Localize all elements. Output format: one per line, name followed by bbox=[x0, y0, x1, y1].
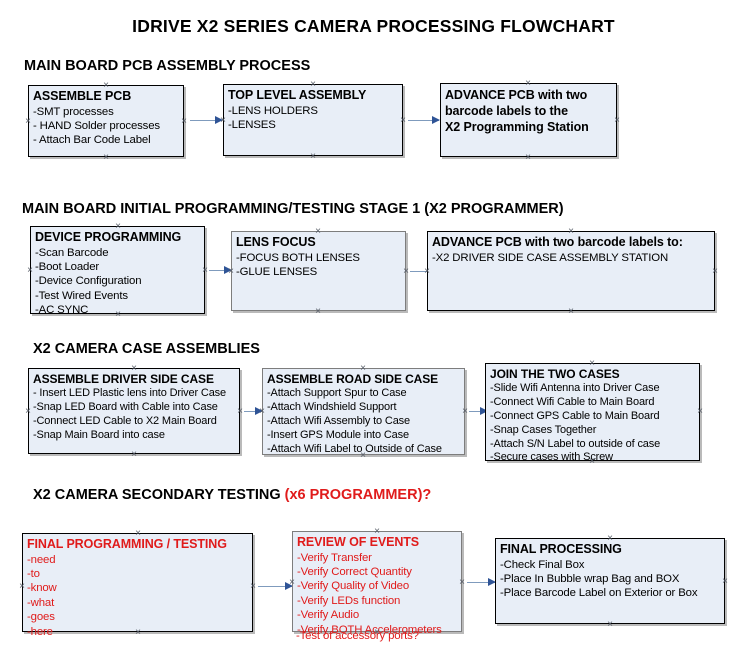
box-line: -Place In Bubble wrap Bag and BOX bbox=[500, 573, 680, 586]
box-line: -Connect LED Cable to X2 Main Board bbox=[33, 414, 217, 427]
box-line: -Boot Loader bbox=[35, 261, 100, 274]
box-line: -Connect GPS Cable to Main Board bbox=[490, 409, 660, 422]
box-line: -need bbox=[27, 553, 56, 566]
box-line: -SMT processes bbox=[33, 105, 114, 118]
box-line: -Place Barcode Label on Exterior or Box bbox=[500, 587, 698, 600]
process-box-top-level-assembly[interactable]: TOP LEVEL ASSEMBLY -LENS HOLDERS -LENSES bbox=[223, 84, 403, 156]
box-line: -what bbox=[27, 596, 55, 609]
process-box-assemble-road-side-case[interactable]: ASSEMBLE ROAD SIDE CASE -Attach Support … bbox=[262, 368, 465, 455]
box-line: -Attach Wifi Label to Outside of Case bbox=[267, 442, 442, 455]
box-title: REVIEW OF EVENTS bbox=[297, 535, 420, 549]
box-line: -GLUE LENSES bbox=[236, 266, 318, 279]
box-line: -LENS HOLDERS bbox=[228, 104, 318, 117]
box-title: FINAL PROCESSING bbox=[500, 542, 622, 556]
page-title: IDRIVE X2 SERIES CAMERA PROCESSING FLOWC… bbox=[132, 16, 615, 36]
box-line: -Snap Main Board into case bbox=[33, 428, 165, 441]
section-heading-main-board-initial-programming: MAIN BOARD INITIAL PROGRAMMING/TESTING S… bbox=[22, 201, 564, 217]
box-line: -here bbox=[27, 625, 53, 638]
box-line: -Connect Wifi Cable to Main Board bbox=[490, 395, 655, 408]
box-line: -Verify Audio bbox=[297, 609, 359, 622]
box-line: -know bbox=[27, 582, 57, 595]
process-box-advance-pcb-driver-side-case[interactable]: ADVANCE PCB with two barcode labels to: … bbox=[427, 231, 715, 311]
box-title: TOP LEVEL ASSEMBLY bbox=[228, 88, 367, 102]
box-line: barcode labels to the bbox=[445, 103, 568, 118]
box-line: -goes bbox=[27, 611, 55, 624]
connector-arrow-road-case-to-join-cases bbox=[469, 407, 488, 416]
box-line: -Verify BOTH Accelerometers bbox=[297, 623, 442, 636]
box-line: - Attach Bar Code Label bbox=[33, 134, 151, 147]
box-line: -Insert GPS Module into Case bbox=[267, 428, 409, 441]
box-title: DEVICE PROGRAMMING bbox=[35, 230, 182, 244]
box-title: ASSEMBLE DRIVER SIDE CASE bbox=[33, 372, 214, 386]
box-line: -Snap LED Board with Cable into Case bbox=[33, 400, 218, 413]
process-box-lens-focus[interactable]: LENS FOCUS -FOCUS BOTH LENSES -GLUE LENS… bbox=[231, 231, 406, 311]
connector-arrow-device-programming-to-lens-focus bbox=[209, 266, 232, 275]
box-line: -Check Final Box bbox=[500, 558, 585, 571]
box-title: ASSEMBLE PCB bbox=[33, 89, 132, 103]
box-overflow-line-review-of-events: -Test of accessory ports? bbox=[296, 630, 419, 642]
box-line: -Test Wired Events bbox=[35, 289, 128, 302]
process-box-review-of-events[interactable]: REVIEW OF EVENTS -Verify Transfer -Verif… bbox=[292, 531, 462, 636]
box-line: -Snap Cases Together bbox=[490, 423, 597, 436]
process-box-join-the-two-cases[interactable]: JOIN THE TWO CASES -Slide Wifi Antenna i… bbox=[485, 363, 700, 463]
box-line: -Secure cases with Screw bbox=[490, 451, 613, 464]
box-line: -Attach S/N Label to outside of case bbox=[490, 437, 661, 450]
box-line: -Slide Wifi Antenna into Driver Case bbox=[490, 382, 660, 395]
box-line: -Verify LEDs function bbox=[297, 594, 401, 607]
box-title: ADVANCE PCB with two barcode labels to: bbox=[432, 235, 683, 249]
process-box-final-programming-testing[interactable]: FINAL PROGRAMMING / TESTING -need -to -k… bbox=[22, 533, 253, 638]
process-box-advance-pcb-programming-station[interactable]: ADVANCE PCB with two barcode labels to t… bbox=[440, 83, 617, 157]
box-title: JOIN THE TWO CASES bbox=[490, 367, 620, 381]
section-heading-x2-camera-case-assemblies: X2 CAMERA CASE ASSEMBLIES bbox=[33, 341, 260, 357]
process-box-assemble-driver-side-case[interactable]: ASSEMBLE DRIVER SIDE CASE - Insert LED P… bbox=[28, 368, 240, 454]
box-line: -Scan Barcode bbox=[35, 246, 109, 259]
box-line: -Attach Wifi Assembly to Case bbox=[267, 414, 410, 427]
box-line: -AC SYNC bbox=[35, 304, 89, 317]
box-line: -Verify Correct Quantity bbox=[297, 566, 412, 579]
section-heading-x2-camera-secondary-testing: X2 CAMERA SECONDARY TESTING (x6 PROGRAMM… bbox=[33, 487, 431, 503]
section-heading-main-board-pcb-assembly: MAIN BOARD PCB ASSEMBLY PROCESS bbox=[24, 58, 310, 74]
section-heading-text: MAIN BOARD INITIAL PROGRAMMING/TESTING S… bbox=[22, 201, 564, 217]
section-heading-accent: (x6 PROGRAMMER)? bbox=[284, 487, 432, 503]
box-line: -to bbox=[27, 568, 40, 581]
box-line: -Attach Windshield Support bbox=[267, 400, 397, 413]
box-line: X2 Programming Station bbox=[445, 119, 589, 134]
box-title: ASSEMBLE ROAD SIDE CASE bbox=[267, 372, 439, 386]
box-title: LENS FOCUS bbox=[236, 235, 316, 249]
process-box-device-programming[interactable]: DEVICE PROGRAMMING -Scan Barcode -Boot L… bbox=[30, 226, 205, 317]
section-heading-text: MAIN BOARD PCB ASSEMBLY PROCESS bbox=[24, 58, 311, 74]
section-heading-text: X2 CAMERA SECONDARY TESTING bbox=[33, 487, 285, 503]
connector-arrow-driver-case-to-road-case bbox=[244, 407, 263, 416]
box-title: FINAL PROGRAMMING / TESTING bbox=[27, 537, 227, 551]
connector-arrow-final-programming-to-review-events bbox=[258, 582, 293, 591]
box-line: -Attach Support Spur to Case bbox=[267, 387, 407, 400]
box-line: -X2 DRIVER SIDE CASE ASSEMBLY STATION bbox=[432, 251, 669, 264]
connector-arrow-assemble-pcb-to-top-level bbox=[190, 116, 223, 125]
connector-arrow-review-events-to-final-processing bbox=[467, 578, 496, 587]
box-line: -LENSES bbox=[228, 119, 276, 132]
box-title: ADVANCE PCB with two bbox=[445, 88, 588, 102]
process-box-final-processing[interactable]: FINAL PROCESSING -Check Final Box -Place… bbox=[495, 538, 725, 624]
box-line: -FOCUS BOTH LENSES bbox=[236, 251, 360, 264]
connector-arrow-top-level-to-advance-pcb bbox=[408, 116, 440, 125]
section-heading-text: X2 CAMERA CASE ASSEMBLIES bbox=[33, 341, 260, 357]
box-line: - Insert LED Plastic lens into Driver Ca… bbox=[33, 387, 226, 400]
process-box-assemble-pcb[interactable]: ASSEMBLE PCB -SMT processes - HAND Solde… bbox=[28, 85, 184, 157]
box-line: -Device Configuration bbox=[35, 275, 142, 288]
box-line: -Verify Transfer bbox=[297, 551, 372, 564]
box-line: -Verify Quality of Video bbox=[297, 580, 410, 593]
box-line: - HAND Solder processes bbox=[33, 120, 160, 133]
